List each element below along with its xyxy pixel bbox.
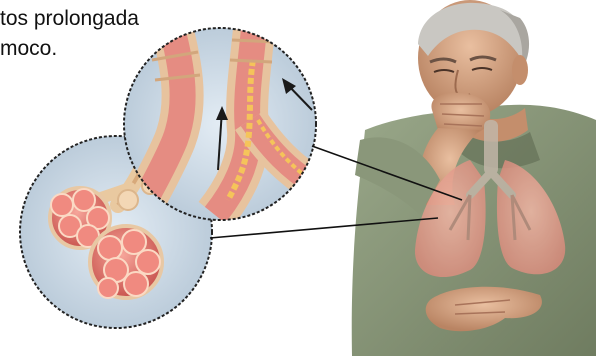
bronchus-magnifier [124, 20, 316, 220]
man-figure [352, 0, 596, 356]
